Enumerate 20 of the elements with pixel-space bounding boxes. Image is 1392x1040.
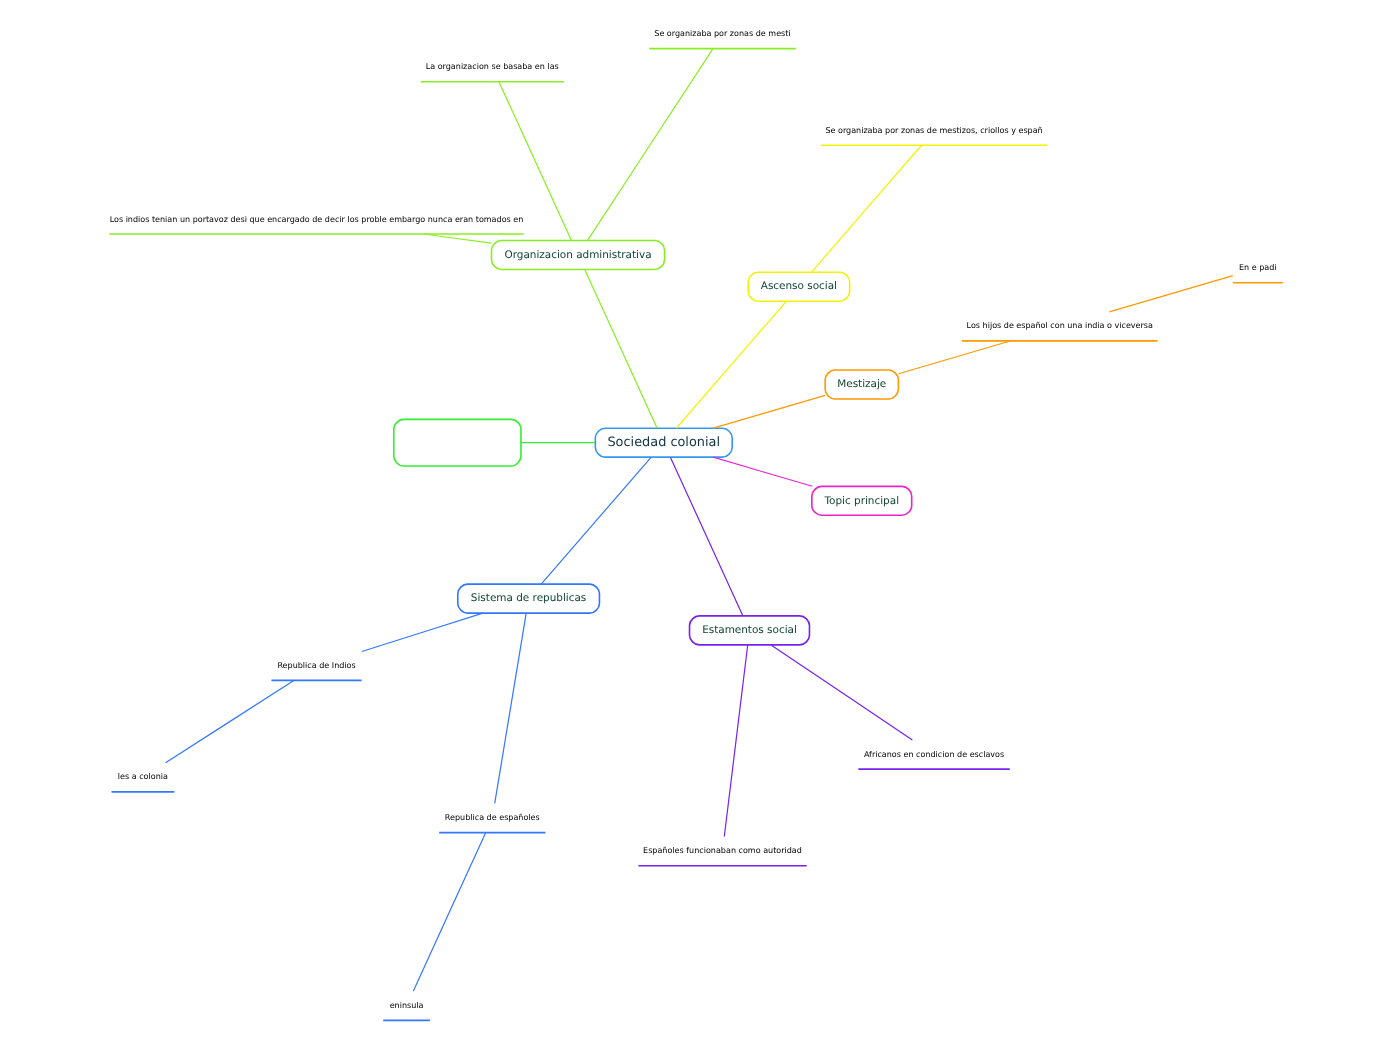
connector (1108, 275, 1234, 313)
connector (723, 644, 749, 838)
connector (540, 456, 652, 585)
connector (675, 300, 787, 429)
connector (361, 612, 484, 653)
node-box (392, 418, 522, 467)
connector (770, 644, 913, 741)
connector (584, 269, 658, 429)
connector (520, 442, 596, 444)
connector (712, 394, 826, 429)
connector (669, 456, 744, 617)
connector (712, 456, 813, 487)
connector (412, 832, 487, 992)
connector (494, 612, 527, 805)
connector (165, 679, 295, 764)
connector (422, 233, 492, 244)
connector (897, 340, 1011, 375)
connector (587, 48, 714, 241)
connector (498, 81, 572, 241)
connector (811, 144, 923, 273)
